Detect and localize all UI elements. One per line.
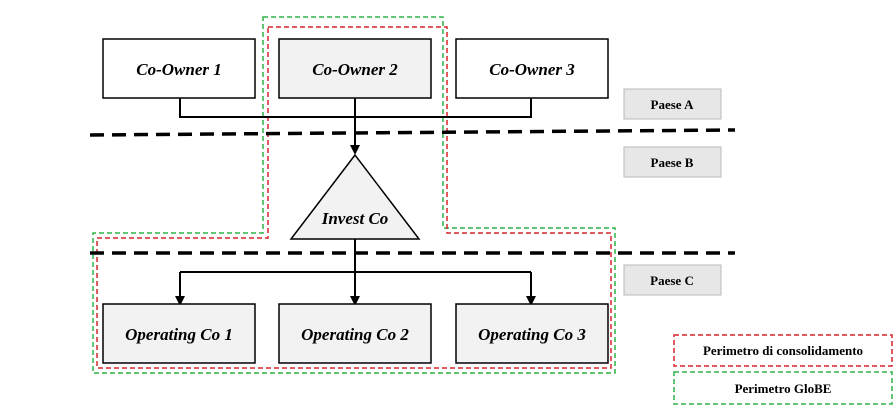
legend-consolidation-label: Perimetro di consolidamento (703, 343, 863, 358)
operating-co-1-node: Operating Co 1 (102, 303, 256, 364)
operating-co-2-label: Operating Co 2 (301, 325, 409, 344)
country-a-label: Paese A (651, 97, 695, 112)
co-owner-2-label: Co-Owner 2 (312, 60, 398, 79)
country-border-a-b (89, 128, 736, 137)
country-a-tag: Paese A (623, 88, 722, 120)
co-owner-3-node: Co-Owner 3 (455, 38, 609, 99)
country-b-label: Paese B (651, 155, 694, 170)
co-owner-1-node: Co-Owner 1 (102, 38, 256, 99)
operating-co-2-node: Operating Co 2 (278, 303, 432, 364)
legend-globe: Perimetro GloBE (673, 371, 893, 405)
co-owner-1-label: Co-Owner 1 (136, 60, 221, 79)
consolidation-perimeter-outline (96, 26, 612, 369)
country-b-tag: Paese B (623, 146, 722, 178)
co-owner-3-label: Co-Owner 3 (489, 60, 575, 79)
country-c-tag: Paese C (623, 264, 722, 296)
operating-co-3-node: Operating Co 3 (455, 303, 609, 364)
operating-co-3-label: Operating Co 3 (478, 325, 586, 344)
country-c-label: Paese C (650, 273, 694, 288)
legend-globe-label: Perimetro GloBE (735, 381, 832, 396)
legend: Perimetro di consolidamento Perimetro Gl… (673, 334, 893, 405)
globe-perimeter-outline (92, 16, 616, 374)
invest-co-label: Invest Co (321, 209, 389, 228)
invest-co-node: Invest Co (289, 153, 421, 240)
co-owner-2-node: Co-Owner 2 (278, 38, 432, 99)
legend-consolidation: Perimetro di consolidamento (673, 334, 893, 367)
operating-co-1-label: Operating Co 1 (125, 325, 233, 344)
